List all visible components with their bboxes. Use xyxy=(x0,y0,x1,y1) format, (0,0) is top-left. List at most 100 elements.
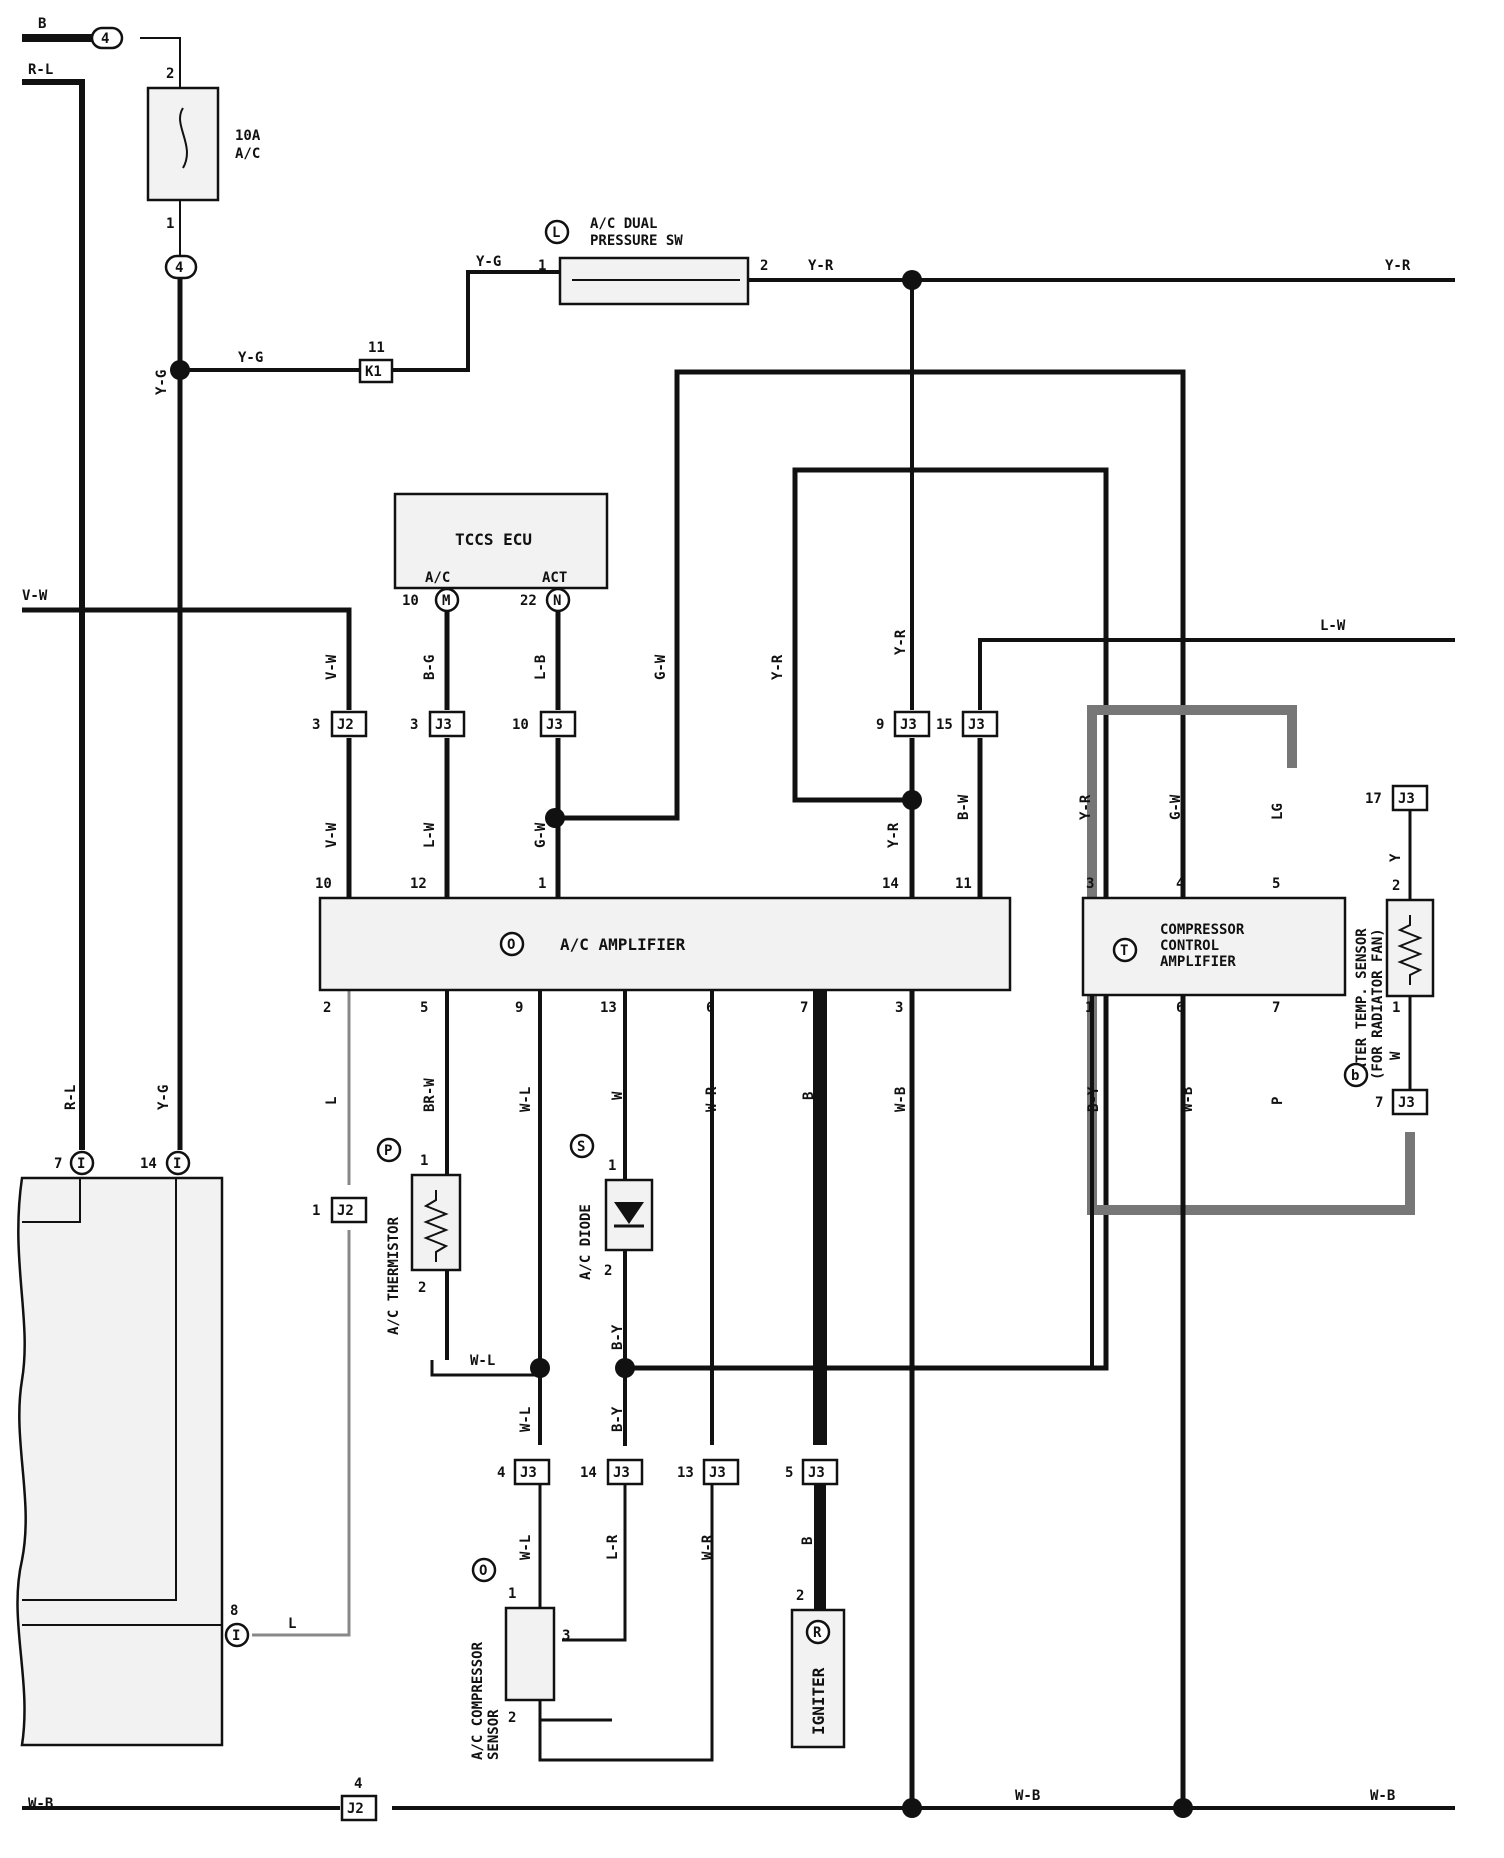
conn-pin: 17 xyxy=(1365,791,1382,807)
ac-amplifier: O A/C AMPLIFIER 10 12 1 14 11 2 5 9 13 6… xyxy=(315,876,1012,1016)
wire-labels: B R-L Y-G Y-G Y-R Y-R V-W L-W W-B W-B W-… xyxy=(22,16,1411,1812)
code-badge xyxy=(569,1133,595,1159)
fuse-10a: 2 1 10A A/C xyxy=(146,66,261,232)
wire-label: Y-R xyxy=(1078,794,1094,820)
sw-code: L xyxy=(552,225,560,241)
amp-pin: 12 xyxy=(410,876,427,892)
code-badge xyxy=(471,1557,497,1583)
fuse-pin-top: 2 xyxy=(166,66,174,82)
amp-pin: 14 xyxy=(882,876,899,892)
ecu-pin-act: 22 xyxy=(520,593,537,609)
ign-name: IGNITER xyxy=(809,1667,828,1735)
wire-label: G-W xyxy=(1168,794,1184,820)
connector-j2-3: J2 3 xyxy=(312,710,368,738)
junction-dot xyxy=(902,1798,922,1818)
sw-pin-1: 1 xyxy=(538,258,546,274)
connector-j3-7: J37 xyxy=(1375,1088,1429,1116)
ign-code: R xyxy=(813,1625,822,1641)
diode-pin: 2 xyxy=(604,1263,612,1279)
body-conn: I xyxy=(173,1156,181,1172)
conn-label: J2 xyxy=(337,717,354,733)
cs-pin: 3 xyxy=(562,1628,570,1644)
wire-label: W-B xyxy=(28,1796,53,1812)
wire-label: B-G xyxy=(422,655,438,680)
therm-pin: 1 xyxy=(420,1153,428,1169)
code-badge xyxy=(376,1137,402,1163)
wire-label: B-Y xyxy=(610,1406,626,1432)
cs-pin: 2 xyxy=(508,1710,516,1726)
body-pin: 14 xyxy=(140,1156,157,1172)
ecu-pin-ac: 10 xyxy=(402,593,419,609)
wire-label: B xyxy=(38,16,46,32)
wire-label: B-Y xyxy=(1086,1086,1102,1112)
connector-4-top: 4 xyxy=(90,26,124,50)
diode-code: S xyxy=(577,1139,585,1155)
sw-name-1: A/C DUAL xyxy=(590,216,657,232)
fuse-name: A/C xyxy=(235,146,260,162)
wire-label: V-W xyxy=(22,588,48,604)
tccs-ecu: TCCS ECU A/C ACT M N 10 22 xyxy=(393,492,609,613)
wire-label: W-R xyxy=(700,1534,716,1560)
junction-dot xyxy=(615,1358,635,1378)
wire-label: Y-R xyxy=(1385,258,1411,274)
ecu-term-act: ACT xyxy=(542,570,567,586)
wire-label: L-W xyxy=(422,822,438,848)
conn-pin: 4 xyxy=(497,1465,505,1481)
amp-name: A/C AMPLIFIER xyxy=(560,935,686,954)
conn-label: J3 xyxy=(435,717,452,733)
cs-name-2: SENSOR xyxy=(486,1709,502,1760)
conn-label: J3 xyxy=(968,717,985,733)
ecu-conn-act: N xyxy=(553,593,561,609)
wire-label: W-L xyxy=(518,1407,534,1432)
wts-pin: 2 xyxy=(1392,878,1400,894)
wire-label: W xyxy=(1388,1051,1404,1060)
conn-pin: 4 xyxy=(354,1776,362,1792)
wire-label: W-L xyxy=(518,1087,534,1112)
conn-pin: 3 xyxy=(410,717,418,733)
connector-j3-14: J3 14 xyxy=(580,1458,644,1486)
code-badge xyxy=(434,587,460,613)
conn-pin: 14 xyxy=(580,1465,597,1481)
wts-code: b xyxy=(1351,1068,1359,1084)
wire-label: Y-R xyxy=(808,258,834,274)
body-conn: I xyxy=(77,1156,85,1172)
conn-label: J3 xyxy=(613,1465,630,1481)
igniter: 2 R IGNITER xyxy=(790,1588,846,1749)
wire-label: B xyxy=(800,1537,816,1545)
cca-name-2: CONTROL xyxy=(1160,938,1219,954)
connector-j3-4: J3 4 xyxy=(497,1458,551,1486)
ign-pin: 2 xyxy=(796,1588,804,1604)
connector-label: 4 xyxy=(101,31,109,47)
code-badge xyxy=(224,1622,250,1648)
amp-pin: 6 xyxy=(706,1000,714,1016)
conn-label: J3 xyxy=(520,1465,537,1481)
conn-pin: 5 xyxy=(785,1465,793,1481)
amp-pin: 13 xyxy=(600,1000,617,1016)
cs-pin: 1 xyxy=(508,1586,516,1602)
conn-pin: 9 xyxy=(876,717,884,733)
wire-label: Y-G xyxy=(238,350,263,366)
ecu-term-ac: A/C xyxy=(425,570,450,586)
wire-label: W xyxy=(610,1091,626,1100)
wire-label: V-W xyxy=(324,822,340,848)
combination-meter-body: I I I 7 14 8 xyxy=(16,1150,250,1747)
cs-code: O xyxy=(479,1563,487,1579)
wire-label: Y-G xyxy=(476,254,501,270)
compressor-control-amplifier: T COMPRESSOR CONTROL AMPLIFIER 3 4 5 1 6… xyxy=(1081,876,1347,1016)
wts-name-1: WATER TEMP. SENSOR xyxy=(1354,928,1370,1080)
wire-label: Y-R xyxy=(770,654,786,680)
junction-dot xyxy=(1173,1798,1193,1818)
wire-label: G-W xyxy=(533,822,549,848)
wire-label: G-W xyxy=(653,654,669,680)
wire-label: W-L xyxy=(518,1535,534,1560)
conn-pin: 7 xyxy=(1375,1095,1383,1111)
code-badge xyxy=(499,931,525,957)
therm-pin: 2 xyxy=(418,1280,426,1296)
conn-pin: 13 xyxy=(677,1465,694,1481)
conn-pin: 3 xyxy=(312,717,320,733)
fuse-rating: 10A xyxy=(235,128,261,144)
wire-label: L-B xyxy=(533,655,549,680)
